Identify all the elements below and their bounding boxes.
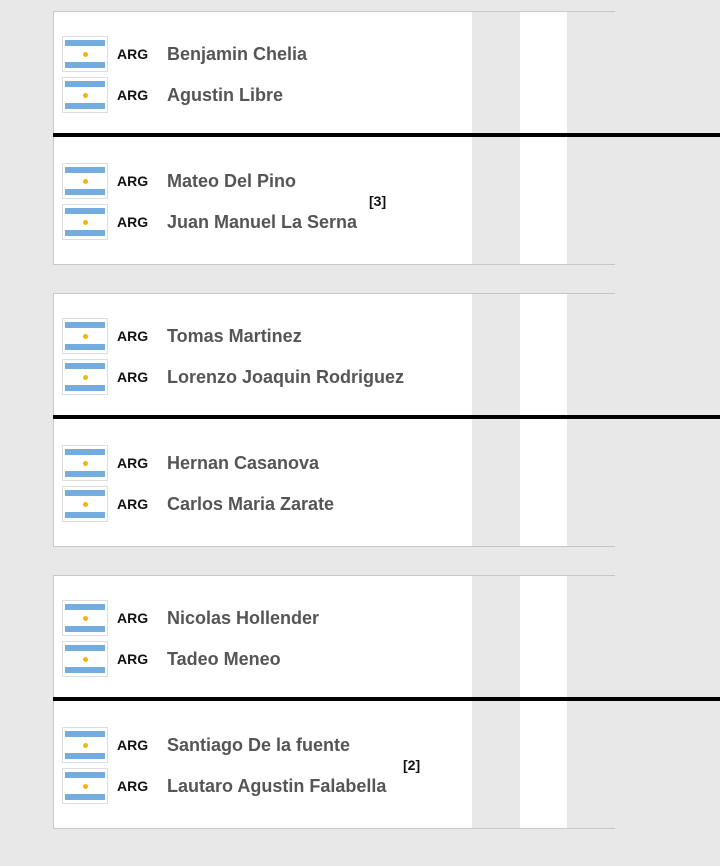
player-country: ARG <box>117 214 149 230</box>
player-row[interactable]: ARG Mateo Del Pino <box>62 161 296 201</box>
argentina-flag-icon <box>62 36 108 72</box>
player-row[interactable]: ARG Carlos Maria Zarate <box>62 484 334 524</box>
player-name[interactable]: Lorenzo Joaquin Rodriguez <box>167 366 404 387</box>
bracket-connector-line <box>53 415 720 419</box>
score-column-2 <box>567 12 615 264</box>
player-row[interactable]: ARG Agustin Libre <box>62 75 283 115</box>
player-name[interactable]: Tadeo Meneo <box>167 648 281 669</box>
player-country: ARG <box>117 737 149 753</box>
player-name[interactable]: Carlos Maria Zarate <box>167 493 335 514</box>
player-country: ARG <box>117 173 149 189</box>
score-column-2 <box>567 294 615 546</box>
argentina-flag-icon <box>62 486 108 522</box>
player-country: ARG <box>117 651 149 667</box>
player-country: ARG <box>117 46 149 62</box>
player-row[interactable]: ARG Benjamin Chelia <box>62 34 307 74</box>
player-country: ARG <box>117 496 149 512</box>
player-row[interactable]: ARG Santiago De la fuente <box>62 725 350 765</box>
player-country: ARG <box>117 778 149 794</box>
player-country: ARG <box>117 610 149 626</box>
score-column-2 <box>567 576 615 828</box>
argentina-flag-icon <box>62 768 108 804</box>
argentina-flag-icon <box>62 445 108 481</box>
player-name[interactable]: Mateo Del Pino <box>167 170 297 191</box>
player-name[interactable]: Hernan Casanova <box>167 452 320 473</box>
argentina-flag-icon <box>62 318 108 354</box>
score-column-1 <box>472 294 520 546</box>
player-name[interactable]: Lautaro Agustin Falabella <box>167 775 387 796</box>
player-name[interactable]: Nicolas Hollender <box>167 607 320 628</box>
player-country: ARG <box>117 369 149 385</box>
player-row[interactable]: ARG Lorenzo Joaquin Rodriguez <box>62 357 404 397</box>
score-column-1 <box>472 576 520 828</box>
argentina-flag-icon <box>62 163 108 199</box>
player-name[interactable]: Juan Manuel La Serna <box>167 211 358 232</box>
bracket-connector-line <box>53 697 720 701</box>
argentina-flag-icon <box>62 727 108 763</box>
player-row[interactable]: ARG Tadeo Meneo <box>62 639 281 679</box>
seed-badge: [3] <box>369 193 387 209</box>
player-row[interactable]: ARG Tomas Martinez <box>62 316 302 356</box>
seed-badge: [2] <box>403 757 421 773</box>
argentina-flag-icon <box>62 77 108 113</box>
argentina-flag-icon <box>62 641 108 677</box>
argentina-flag-icon <box>62 204 108 240</box>
argentina-flag-icon <box>62 600 108 636</box>
player-name[interactable]: Tomas Martinez <box>167 325 302 346</box>
player-name[interactable]: Santiago De la fuente <box>167 734 351 755</box>
player-row[interactable]: ARG Juan Manuel La Serna <box>62 202 357 242</box>
score-column-1 <box>472 12 520 264</box>
player-name[interactable]: Benjamin Chelia <box>167 43 308 64</box>
player-name[interactable]: Agustin Libre <box>167 84 283 105</box>
player-country: ARG <box>117 455 149 471</box>
bracket-connector-line <box>53 133 720 137</box>
player-row[interactable]: ARG Nicolas Hollender <box>62 598 319 638</box>
player-country: ARG <box>117 328 149 344</box>
player-country: ARG <box>117 87 149 103</box>
argentina-flag-icon <box>62 359 108 395</box>
player-row[interactable]: ARG Hernan Casanova <box>62 443 319 483</box>
player-row[interactable]: ARG Lautaro Agustin Falabella <box>62 766 386 806</box>
